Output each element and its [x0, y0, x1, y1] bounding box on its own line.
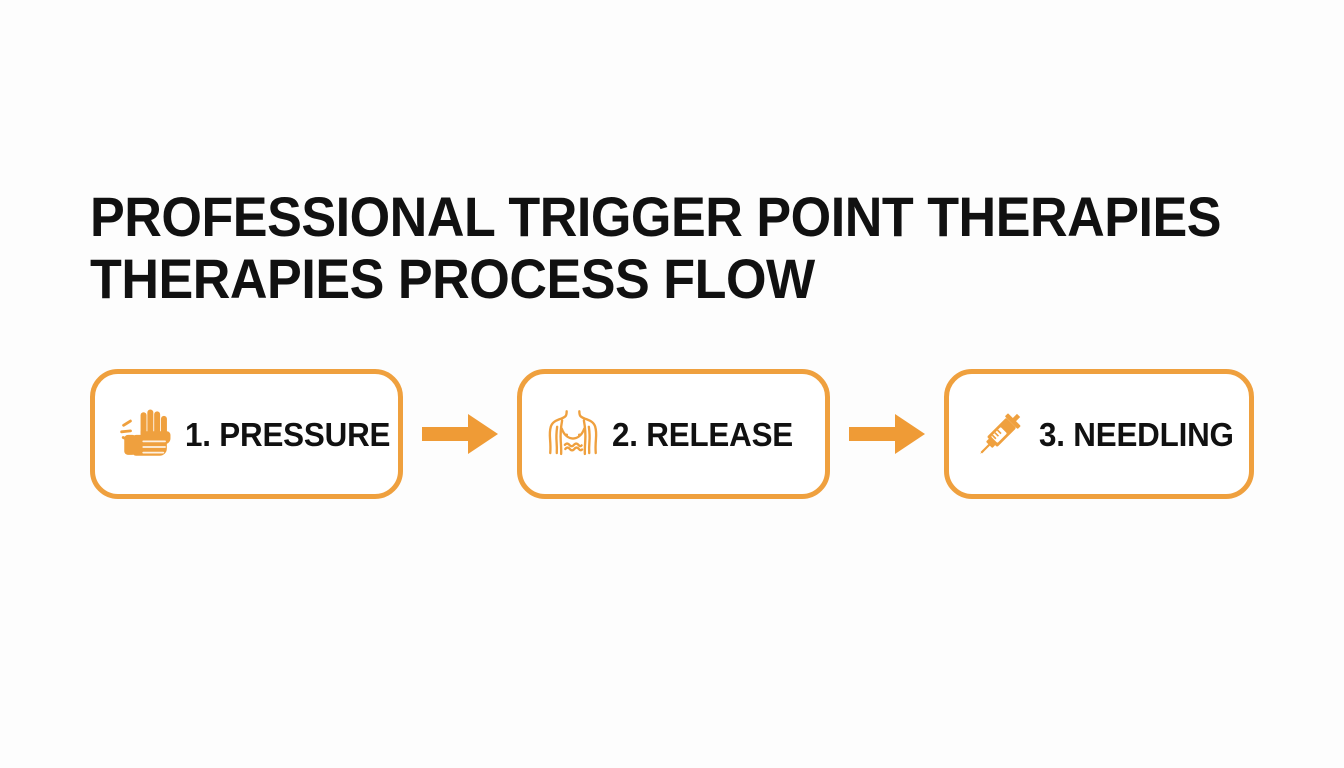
flow-step-label: 1. PRESSURE	[185, 415, 391, 453]
flow-step-label: 3. NEEDLING	[1039, 415, 1234, 453]
page-title-line-2: THERAPIES PROCESS FLOW	[90, 247, 815, 310]
syringe-needle-icon	[971, 405, 1029, 463]
arrow-right-icon	[830, 413, 944, 455]
flow-step-label: 2. RELEASE	[612, 415, 794, 453]
flow-step-pressure[interactable]: 1. PRESSURE	[90, 369, 403, 499]
flow-step-release[interactable]: 2. RELEASE	[517, 369, 830, 499]
massage-hands-icon	[117, 405, 175, 463]
arrow-right-icon	[403, 413, 517, 455]
flow-step-needling[interactable]: 3. NEEDLING	[944, 369, 1254, 499]
page-title: PROFESSIONAL TRIGGER POINT THERAPIES THE…	[90, 186, 1250, 310]
process-flow-diagram: 1. PRESSURE	[90, 368, 1258, 500]
page-title-line-1: PROFESSIONAL TRIGGER POINT THERAPIES	[90, 185, 1222, 248]
torso-body-icon	[544, 405, 602, 463]
